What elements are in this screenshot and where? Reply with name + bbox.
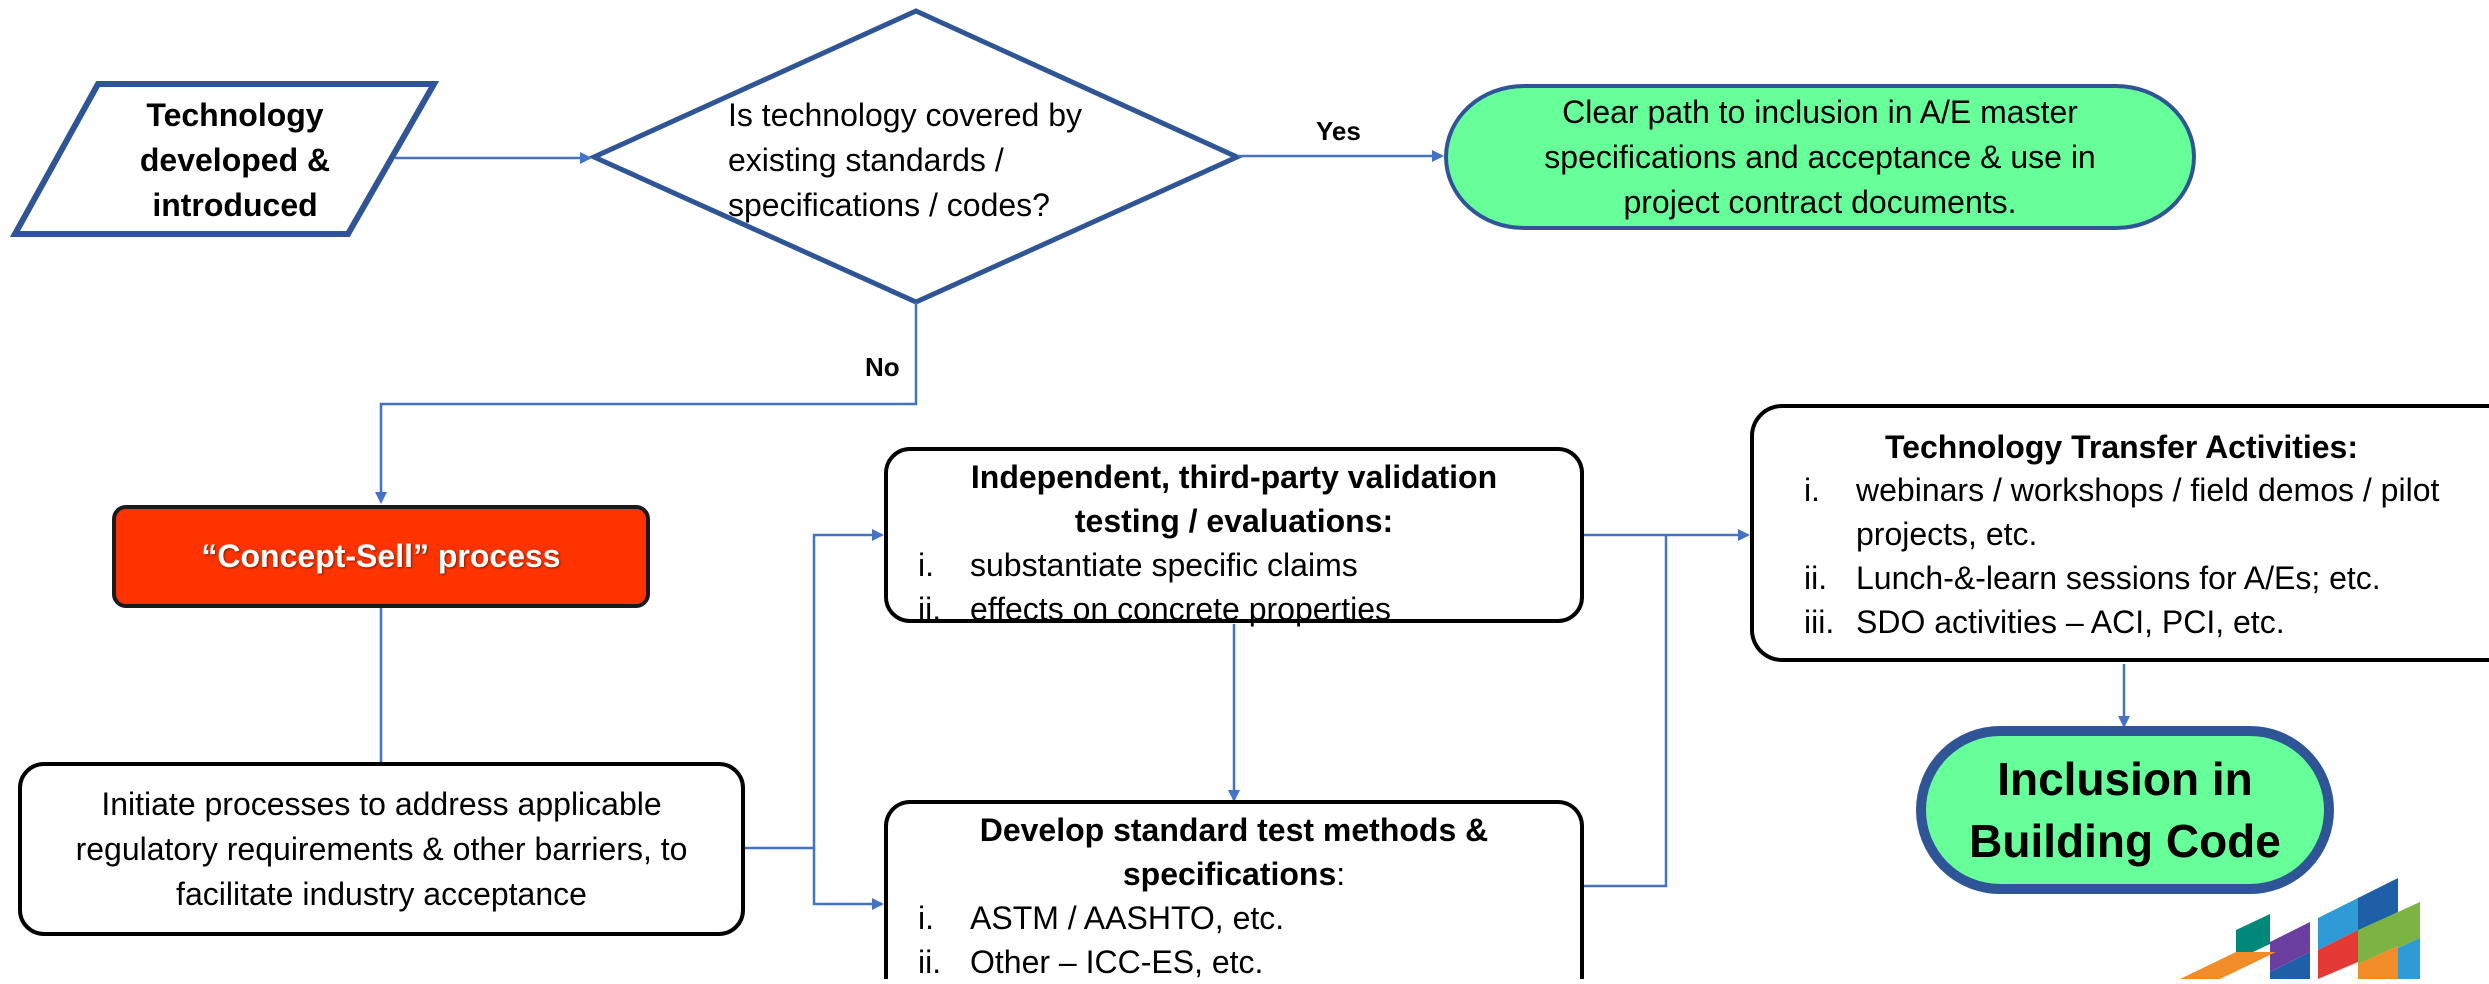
technology-transfer-list: i. webinars / workshops / field demos / p… [1804,468,2469,644]
standards-item: ii. Other – ICC-ES, etc. [918,940,1550,984]
technology-transfer-item-text: Lunch-&-learn sessions for A/Es; etc. [1856,560,2381,596]
validation-item-number: i. [918,547,934,583]
start-parallelogram [9,81,440,237]
technology-transfer-item: ii. Lunch-&-learn sessions for A/Es; etc. [1804,556,2469,600]
clear-path-label: Clear path to inclusion in A/E master sp… [1544,93,2096,220]
standards-box: Develop standard test methods & specific… [884,800,1584,980]
technology-transfer-item-text: SDO activities – ACI, PCI, etc. [1856,604,2285,640]
yes-label: Yes [1316,116,1361,146]
edge-branch-to-standards [812,848,884,910]
technology-transfer-box: Technology Transfer Activities: i. webina… [1750,404,2489,662]
technology-transfer-item-number: iii. [1804,604,1835,640]
standards-list: i. ASTM / AASHTO, etc. ii. Other – ICC-ES,… [918,896,1550,984]
validation-item-text: effects on concrete properties [970,591,1391,627]
start-node: Technology developed & introduced [105,90,365,230]
standards-title: Develop standard test methods & specific… [918,808,1550,896]
technology-transfer-item-number: i. [1804,472,1820,508]
decision-node: Is technology covered by existing standa… [728,90,1128,230]
concept-sell-label: “Concept-Sell” process [201,538,561,574]
logo-graphic [2180,878,2420,979]
standards-item-number: i. [918,900,934,936]
technology-transfer-title: Technology Transfer Activities: [1885,429,2358,465]
technology-transfer-item: iii. SDO activities – ACI, PCI, etc. [1804,600,2469,644]
inclusion-terminal: Inclusion in Building Code [1916,726,2334,894]
start-node-label: Technology developed & introduced [139,96,331,223]
clear-path-terminal: Clear path to inclusion in A/E master sp… [1444,84,2196,230]
concept-sell-process: “Concept-Sell” process [112,505,650,608]
validation-item: i. substantiate specific claims [918,543,1550,587]
initiate-processes-label: Initiate processes to address applicable… [75,785,688,912]
technology-transfer-item: i. webinars / workshops / field demos / p… [1804,468,2469,556]
inclusion-label: Inclusion in Building Code [1969,753,2281,867]
validation-item: ii. effects on concrete properties [918,587,1550,631]
standards-title-suffix: : [1336,856,1346,892]
initiate-processes-box: Initiate processes to address applicable… [18,762,745,936]
standards-item: i. ASTM / AASHTO, etc. [918,896,1550,940]
validation-list: i. substantiate specific claims ii. effect… [918,543,1550,631]
no-label: No [865,352,900,382]
validation-item-number: ii. [918,591,942,627]
validation-box: Independent, third-party validation test… [884,447,1584,627]
validation-item-text: substantiate specific claims [970,547,1358,583]
edge-branch-to-validation [812,529,884,848]
edge-decision-no [375,302,918,504]
standards-item-number: ii. [918,944,942,980]
validation-title: Independent, third-party validation test… [970,459,1498,539]
standards-title-bold: Develop standard test methods & specific… [979,812,1489,892]
standards-item-text: ASTM / AASHTO, etc. [970,900,1285,936]
decision-node-label: Is technology covered by existing standa… [728,96,1082,223]
standards-item-text: Other – ICC-ES, etc. [970,944,1264,980]
edge-standards-to-transfer [1584,535,1668,888]
technology-transfer-item-text: webinars / workshops / field demos / pil… [1856,472,2440,552]
technology-transfer-item-number: ii. [1804,560,1828,596]
